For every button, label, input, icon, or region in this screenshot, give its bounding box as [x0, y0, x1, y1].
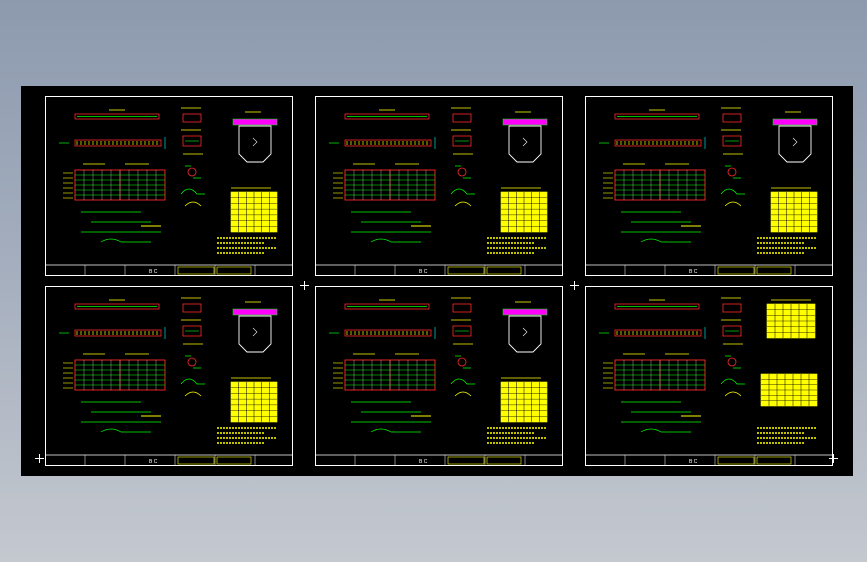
sheet-frame [315, 286, 563, 466]
rebar-table [500, 381, 548, 423]
reinforcement-lines [81, 211, 161, 243]
beam-elevation [614, 109, 700, 120]
title-block-label: B C [149, 269, 158, 275]
plan-view [63, 353, 166, 391]
cross-section [772, 111, 818, 163]
beam-elevation [74, 299, 160, 310]
sheet-frame [315, 96, 563, 276]
rebar-band [599, 327, 706, 339]
title-block: B C [45, 264, 293, 276]
title-block-label: B C [149, 459, 158, 465]
detail-column [450, 107, 475, 207]
crosshair-marker [570, 277, 579, 295]
rebar-table-top [766, 303, 816, 339]
crosshair-marker [829, 450, 838, 468]
reinforcement-lines [351, 401, 431, 433]
title-block: B C [585, 454, 833, 466]
rebar-band [599, 137, 706, 149]
cross-section [232, 301, 278, 353]
rebar-band [59, 327, 166, 339]
beam-elevation [614, 299, 700, 310]
reinforcement-lines [351, 211, 431, 243]
beam-elevation [74, 109, 160, 120]
sheet-frame [585, 286, 833, 466]
sheet-frame [45, 286, 293, 466]
detail-column [180, 107, 205, 207]
sheet-canvas: B C [585, 286, 833, 466]
detail-column [180, 297, 205, 397]
sheet-canvas: B C [45, 96, 293, 276]
rebar-table [230, 191, 278, 233]
general-notes [487, 427, 547, 444]
rebar-band [59, 137, 166, 149]
reinforcement-lines [81, 401, 161, 433]
beam-elevation [344, 109, 430, 120]
drawing-sheet-6[interactable]: B C [585, 286, 833, 466]
sheet-canvas: B C [315, 286, 563, 466]
sheet-canvas: B C [585, 96, 833, 276]
title-block-label: B C [419, 459, 428, 465]
beam-elevation [344, 299, 430, 310]
sheet-canvas: B C [45, 286, 293, 466]
general-notes [217, 237, 277, 254]
rebar-table-bottom [760, 373, 818, 407]
sheet-canvas: B C [315, 96, 563, 276]
rebar-table [230, 381, 278, 423]
title-block-label: B C [689, 459, 698, 465]
reinforcement-lines [621, 211, 701, 243]
title-block: B C [315, 264, 563, 276]
sheet-frame [585, 96, 833, 276]
general-notes [757, 237, 817, 254]
reinforcement-lines [621, 401, 701, 433]
plan-view [603, 353, 706, 391]
title-block: B C [315, 454, 563, 466]
plan-view [603, 163, 706, 201]
sheet-frame [45, 96, 293, 276]
rebar-table [500, 191, 548, 233]
general-notes [217, 427, 277, 444]
detail-column [720, 297, 745, 397]
drawing-sheet-3[interactable]: B C [585, 96, 833, 276]
plan-view [333, 163, 436, 201]
rebar-band [329, 137, 436, 149]
drawing-sheet-5[interactable]: B C [315, 286, 563, 466]
title-block-label: B C [419, 269, 428, 275]
title-block: B C [45, 454, 293, 466]
rebar-band [329, 327, 436, 339]
drawing-sheet-1[interactable]: B C [45, 96, 293, 276]
drawing-sheet-4[interactable]: B C [45, 286, 293, 466]
general-notes [487, 237, 547, 254]
cross-section [502, 301, 548, 353]
crosshair-marker [300, 277, 309, 295]
plan-view [63, 163, 166, 201]
drawing-sheet-2[interactable]: B C [315, 96, 563, 276]
detail-column [720, 107, 745, 207]
cross-section [502, 111, 548, 163]
detail-column [450, 297, 475, 397]
cross-section [232, 111, 278, 163]
general-notes [757, 427, 817, 444]
title-block-label: B C [689, 269, 698, 275]
crosshair-marker [35, 450, 44, 468]
title-block: B C [585, 264, 833, 276]
cad-model-space[interactable]: B C B C B C B C B C B C [21, 86, 853, 476]
rebar-table [770, 191, 818, 233]
plan-view [333, 353, 436, 391]
